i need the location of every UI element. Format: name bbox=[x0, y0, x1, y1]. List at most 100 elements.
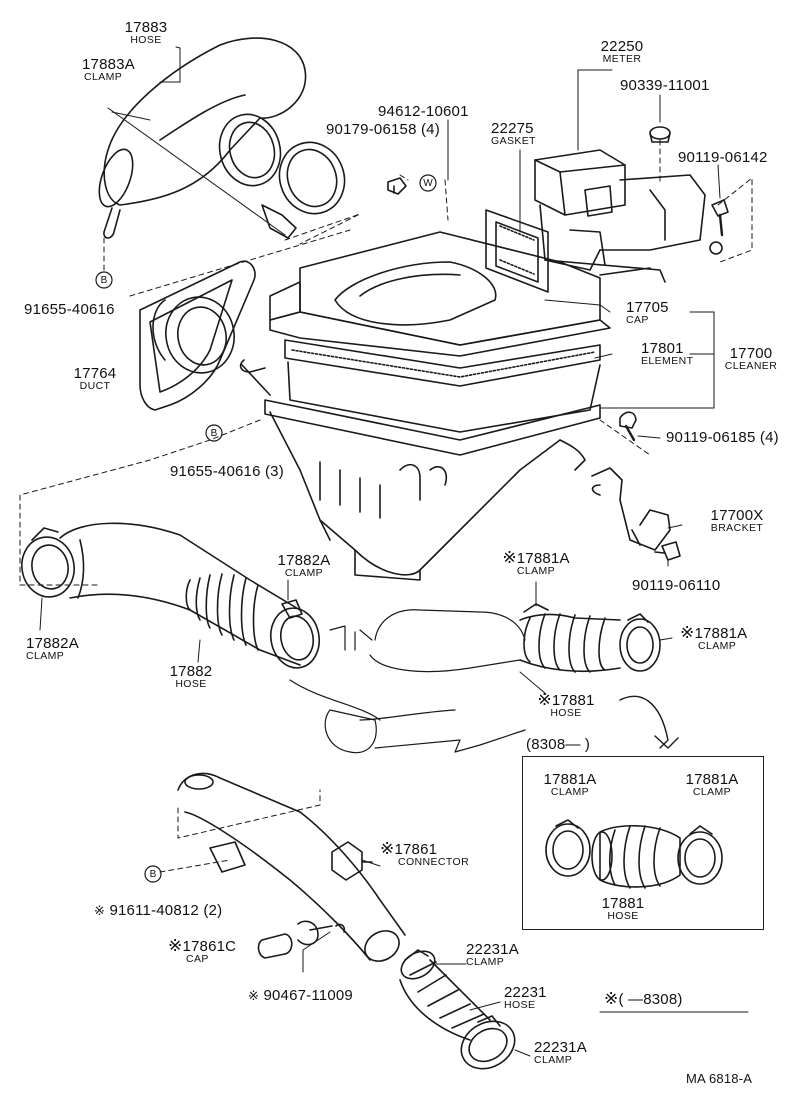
leader-lines bbox=[39, 69, 749, 1057]
part-number: 22250 bbox=[600, 38, 644, 55]
part-name: ELEMENT bbox=[641, 355, 694, 367]
diagram-code: MA 6818-A bbox=[686, 1071, 753, 1086]
mark-symbol: ※ bbox=[94, 903, 106, 918]
part-90339-label: 90339-11001 bbox=[620, 77, 710, 94]
part-17882-label: 17882 HOSE bbox=[168, 664, 214, 690]
part-number: 17764 bbox=[73, 365, 117, 382]
part-name: HOSE bbox=[550, 707, 582, 719]
part-90179-label: 90179-06158 (4) bbox=[326, 121, 440, 138]
part-number: 17882 bbox=[169, 663, 213, 680]
part-91655-label: 91655-40616 bbox=[24, 301, 115, 318]
part-number: 17881A bbox=[685, 771, 739, 788]
mark-symbol: ※ bbox=[537, 690, 552, 709]
part-22231-label: 22231 HOSE bbox=[504, 985, 547, 1011]
callout-b-1: B bbox=[100, 275, 108, 286]
hose-22231-drawing bbox=[399, 949, 516, 1070]
part-number: 17861 bbox=[394, 841, 438, 858]
inset-clamp-right-label: 17881A CLAMP bbox=[682, 772, 742, 798]
part-17883-label: 17883 HOSE bbox=[116, 20, 176, 46]
part-17881-label: ※17881 HOSE bbox=[530, 691, 602, 719]
part-17801-label: 17801 ELEMENT bbox=[641, 341, 693, 367]
part-name: CAP bbox=[186, 953, 209, 965]
part-90467-label: ※ 90467-11009 bbox=[248, 988, 353, 1003]
air-cleaner-17700-drawing bbox=[239, 231, 611, 581]
part-17882a-top-label: 17882A CLAMP bbox=[272, 553, 336, 579]
part-90119-06110-label: 90119-06110 bbox=[632, 577, 721, 594]
part-name: CLAMP bbox=[692, 786, 732, 798]
mark-symbol: ※ bbox=[168, 936, 183, 955]
part-number: 22275 bbox=[491, 120, 534, 137]
part-name: BRACKET bbox=[710, 522, 764, 534]
part-name: HOSE bbox=[504, 999, 536, 1011]
meter-22250-drawing bbox=[534, 126, 729, 283]
part-name: DUCT bbox=[79, 380, 111, 392]
part-name: HOSE bbox=[130, 34, 162, 46]
part-name: CLAMP bbox=[26, 650, 65, 662]
hose-17882-drawing bbox=[21, 522, 321, 669]
inset-box bbox=[522, 756, 764, 930]
cap-17861c-drawing bbox=[257, 933, 293, 959]
part-number: 17700 bbox=[729, 345, 773, 362]
part-17882a-left-label: 17882A CLAMP bbox=[26, 636, 79, 662]
part-number: 17801 bbox=[641, 340, 684, 357]
part-name: CLAMP bbox=[516, 565, 556, 577]
part-22231a-bottom-label: 22231A CLAMP bbox=[534, 1040, 587, 1066]
part-name: CAP bbox=[626, 314, 649, 326]
part-name: CLAMP bbox=[534, 1054, 573, 1066]
mark-symbol: ※ bbox=[380, 839, 395, 858]
part-22275-label: 22275 GASKET bbox=[491, 121, 536, 147]
part-name: CLAMP bbox=[466, 956, 505, 968]
legend-range: ( —8308) bbox=[618, 991, 683, 1008]
callout-w: W bbox=[423, 178, 433, 189]
gasket-22275-drawing bbox=[485, 209, 549, 293]
throttle-body-drawing bbox=[289, 609, 526, 754]
part-17861-label: ※17861 CONNECTOR bbox=[380, 840, 469, 868]
part-17883a-label: 17883A CLAMP bbox=[82, 57, 135, 83]
part-17881a-a-label: ※17881A CLAMP bbox=[490, 549, 582, 577]
part-90119-06185-label: 90119-06185 (4) bbox=[666, 429, 779, 446]
part-number: 22231A bbox=[534, 1039, 587, 1056]
part-17881a-b-label: ※17881A CLAMP bbox=[680, 624, 747, 652]
part-name: CLEANER bbox=[724, 360, 778, 372]
part-number: 17705 bbox=[626, 299, 669, 316]
part-17700-label: 17700 CLEANER bbox=[718, 346, 784, 372]
callout-b-3: B bbox=[149, 869, 157, 880]
part-name: CLAMP bbox=[284, 567, 324, 579]
part-name: CLAMP bbox=[698, 640, 737, 652]
part-number: 17881A bbox=[543, 771, 597, 788]
part-22250-label: 22250 METER bbox=[592, 39, 652, 65]
part-number: 17881A bbox=[516, 550, 570, 567]
duct-17764-drawing bbox=[139, 260, 256, 411]
part-17705-label: 17705 CAP bbox=[626, 300, 669, 326]
part-number: 17883A bbox=[82, 56, 135, 73]
hose-17883-drawing bbox=[98, 37, 307, 239]
part-number: 22231A bbox=[466, 941, 519, 958]
bolt-90119-06185-drawing bbox=[619, 411, 637, 442]
part-number: 17861C bbox=[182, 938, 237, 955]
part-90119-06142-label: 90119-06142 bbox=[678, 149, 768, 166]
part-name: CLAMP bbox=[550, 786, 590, 798]
bolt-90179-drawing bbox=[387, 177, 407, 195]
part-number: 17882A bbox=[277, 552, 331, 569]
b-callout-drawings bbox=[95, 271, 223, 883]
part-94612-label: 94612-10601 bbox=[378, 103, 469, 120]
legend-label: ※( —8308) bbox=[604, 990, 683, 1007]
inset-range-label: (8308— ) bbox=[526, 736, 591, 753]
part-17764-label: 17764 DUCT bbox=[70, 366, 120, 392]
part-number: 17881A bbox=[694, 625, 748, 642]
hose-17881-drawing bbox=[519, 603, 661, 673]
mark-symbol: ※ bbox=[248, 988, 260, 1003]
part-name: CONNECTOR bbox=[398, 856, 470, 868]
inset-hose-label: 17881 HOSE bbox=[600, 896, 646, 922]
part-name: METER bbox=[602, 53, 642, 65]
bracket-17700x-drawing bbox=[591, 467, 681, 561]
part-name: HOSE bbox=[175, 678, 207, 690]
part-91655-3-label: 91655-40616 (3) bbox=[170, 463, 284, 480]
part-91611-label: ※ 91611-40812 (2) bbox=[94, 903, 222, 918]
inset-clamp-left-label: 17881A CLAMP bbox=[540, 772, 600, 798]
mark-symbol: ※ bbox=[502, 548, 517, 567]
part-17861c-label: ※17861C CAP bbox=[168, 937, 236, 965]
part-number: 17881 bbox=[551, 692, 595, 709]
